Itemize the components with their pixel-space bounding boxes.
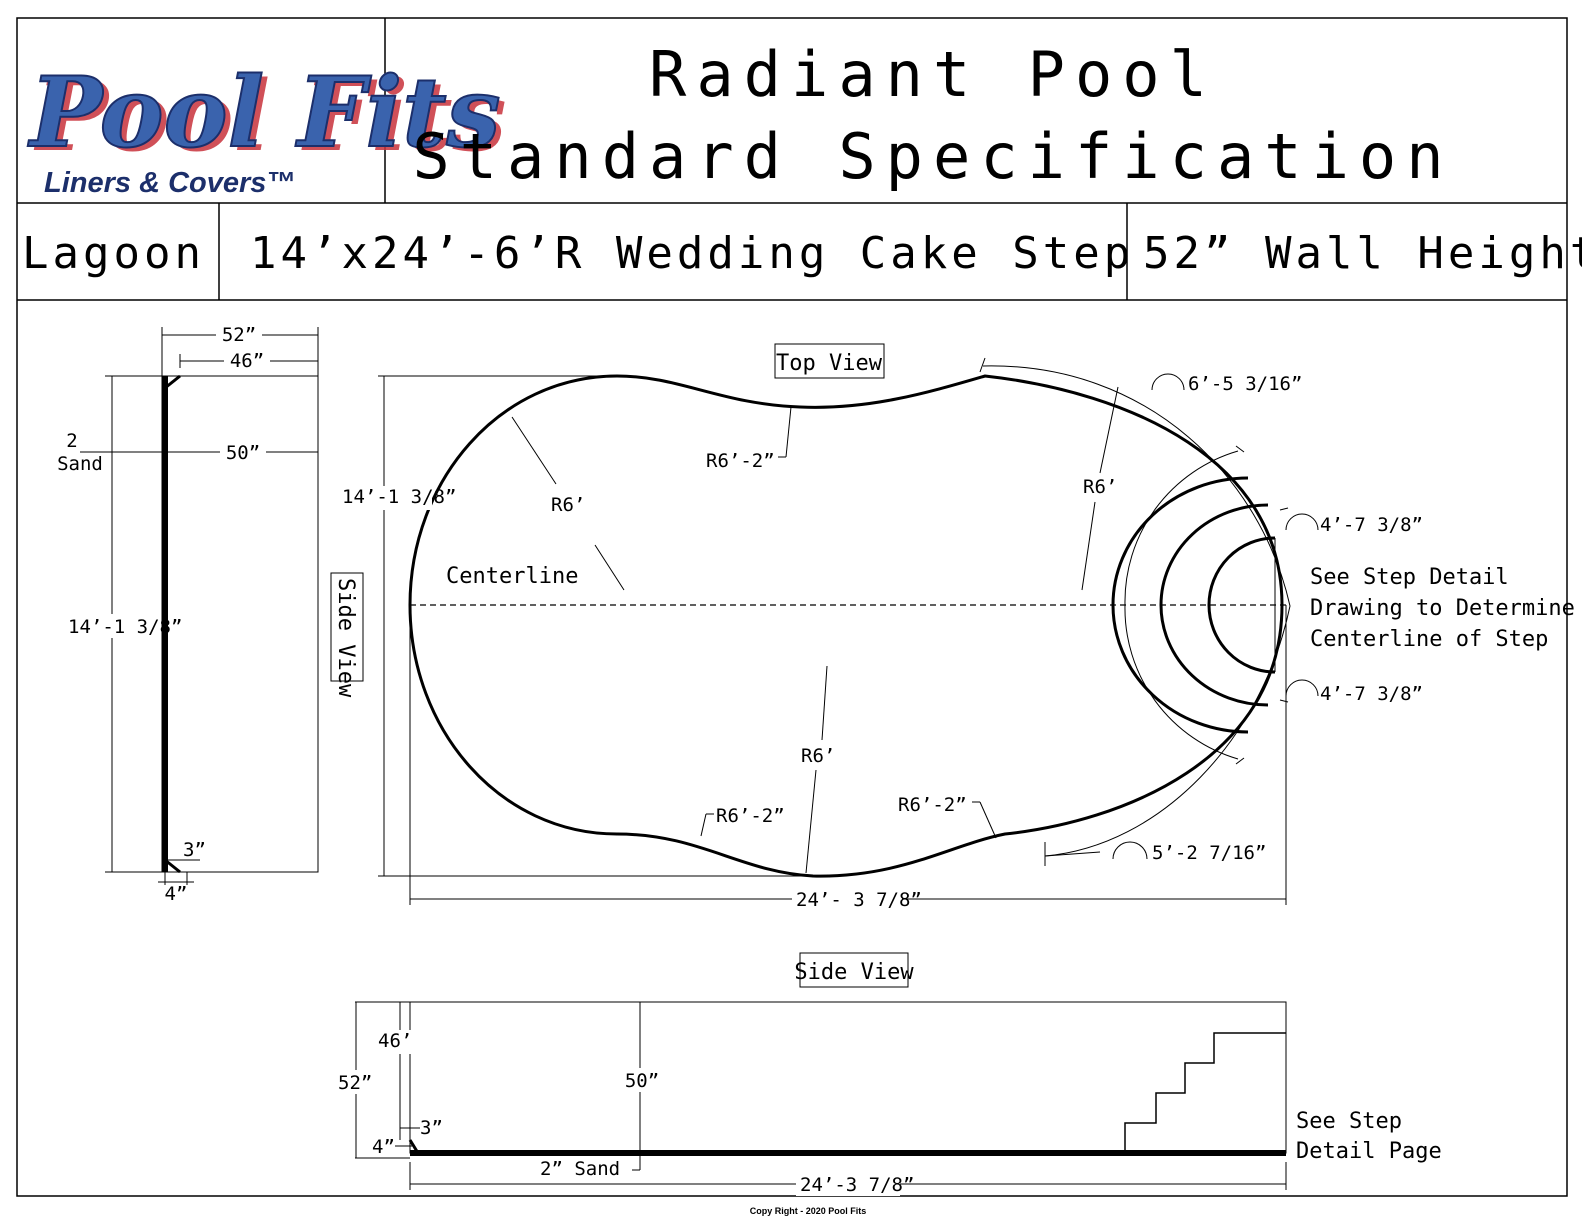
side-view: Side View 50” 52” 46’ 3” 4” 2” Sand bbox=[336, 952, 1442, 1196]
arc-dim-lower-right: 4’-7 3/8” bbox=[1320, 683, 1423, 705]
side-sand-label: 2” Sand bbox=[540, 1158, 620, 1180]
left-dim-50: 50” bbox=[226, 442, 260, 464]
side-view-label: Side View bbox=[794, 960, 914, 985]
side-view-label-box bbox=[799, 952, 909, 988]
title-line-1: Radiant Pool bbox=[649, 38, 1217, 111]
radius-r62-bottom-left: R6’-2” bbox=[716, 805, 785, 827]
radius-r6-left: R6’ bbox=[551, 494, 585, 516]
radius-r62-top: R6’-2” bbox=[706, 450, 775, 472]
top-view-label-box bbox=[774, 343, 885, 379]
side-dim-3: 3” bbox=[420, 1117, 443, 1139]
side-step-note-1: See Step bbox=[1296, 1109, 1402, 1134]
side-length-dim: 24’-3 7/8” bbox=[800, 1174, 914, 1196]
side-view-box bbox=[409, 1001, 1287, 1154]
copyright: Copy Right - 2020 Pool Fits bbox=[750, 1206, 867, 1216]
left-sand-2: 2 bbox=[66, 430, 77, 452]
top-view-label: Top View bbox=[776, 351, 883, 376]
radius-r6-bottom: R6’ bbox=[801, 745, 835, 767]
left-sand-label: Sand bbox=[57, 453, 103, 475]
radius-r6-right: R6’ bbox=[1083, 476, 1117, 498]
step-arc-1 bbox=[1111, 476, 1249, 734]
side-dim-46: 46’ bbox=[378, 1030, 412, 1052]
radius-r62-bottom-right: R6’-2” bbox=[898, 794, 967, 816]
logo-main-text: Pool Fits bbox=[27, 56, 501, 169]
top-view-width-dim: 14’-1 3/8” bbox=[342, 486, 456, 508]
arc-dim-bottom: 5’-2 7/16” bbox=[1152, 842, 1266, 864]
step-arc-3 bbox=[1207, 536, 1276, 674]
top-view: Top View Centerline R6’ R6’-2” R6’ bbox=[340, 343, 1575, 911]
left-profile: 52” 46” 50” 2 Sand 14’-1 3/8” 3” 4” bbox=[57, 322, 319, 905]
left-dim-4: 4” bbox=[165, 883, 188, 905]
sheet-border bbox=[16, 17, 1568, 1197]
title-line-2: Standard Specification bbox=[412, 120, 1453, 193]
left-dim-3: 3” bbox=[183, 839, 206, 861]
wall-height: 52” Wall Height bbox=[1143, 228, 1582, 279]
model-name: Lagoon bbox=[22, 228, 205, 279]
logo-subtitle: Liners & Covers™ bbox=[44, 167, 295, 199]
side-view-vertical-label: Side View bbox=[330, 572, 364, 698]
left-dim-width: 14’-1 3/8” bbox=[68, 616, 182, 638]
logo-shadow: Pool Fits bbox=[33, 60, 507, 173]
step-note-line-3: Centerline of Step bbox=[1310, 627, 1548, 652]
side-step-note-2: Detail Page bbox=[1296, 1139, 1442, 1164]
pool-outline bbox=[408, 374, 1284, 878]
side-dim-4: 4” bbox=[372, 1136, 395, 1158]
arc-dim-upper-right: 4’-7 3/8” bbox=[1320, 514, 1423, 536]
arc-dim-top: 6’-5 3/16” bbox=[1188, 373, 1302, 395]
size-and-step: 14’x24’-6’R Wedding Cake Step bbox=[250, 228, 1134, 279]
side-dim-50: 50” bbox=[625, 1070, 659, 1092]
side-step-profile bbox=[1124, 1032, 1286, 1153]
left-dim-52: 52” bbox=[222, 324, 256, 346]
centerline-label: Centerline bbox=[446, 564, 578, 589]
side-view-vertical-text: Side View bbox=[333, 578, 358, 698]
side-dim-52: 52” bbox=[338, 1072, 372, 1094]
left-dim-46: 46” bbox=[230, 350, 264, 372]
step-note-line-1: See Step Detail bbox=[1310, 565, 1509, 590]
step-note-line-2: Drawing to Determine bbox=[1310, 596, 1575, 621]
step-arc-2 bbox=[1159, 503, 1269, 707]
top-view-length-dim: 24’- 3 7/8” bbox=[796, 889, 922, 911]
pool-fits-logo: Pool Fits Pool Fits Liners & Covers™ bbox=[26, 55, 507, 199]
